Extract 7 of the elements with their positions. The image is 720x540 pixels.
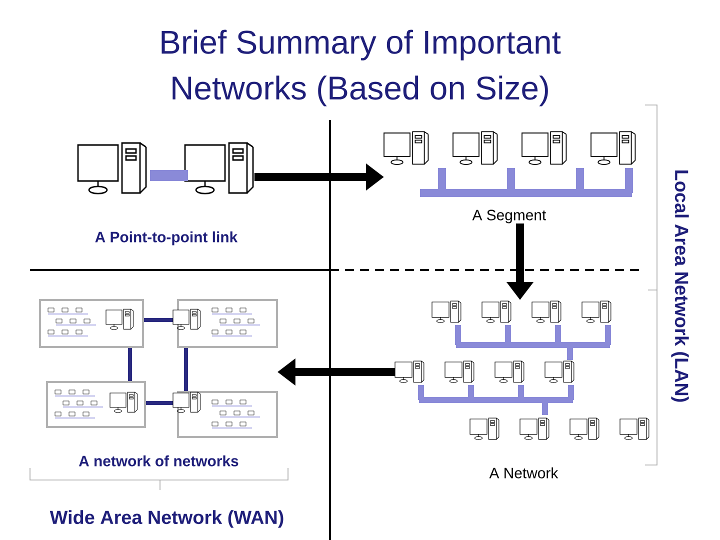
node-label: A Point-to-point link (95, 231, 238, 246)
side-label: Local Area Network (LAN) (671, 170, 689, 402)
node-label: A network of networks (78, 455, 238, 466)
node-label: A Segment (472, 210, 546, 224)
title: Brief Summary of Important Networks (Based on Size) (162, 30, 561, 106)
bottom-label: Wide Area Network (WAN) (50, 510, 284, 528)
node-label: A Network (489, 467, 558, 478)
